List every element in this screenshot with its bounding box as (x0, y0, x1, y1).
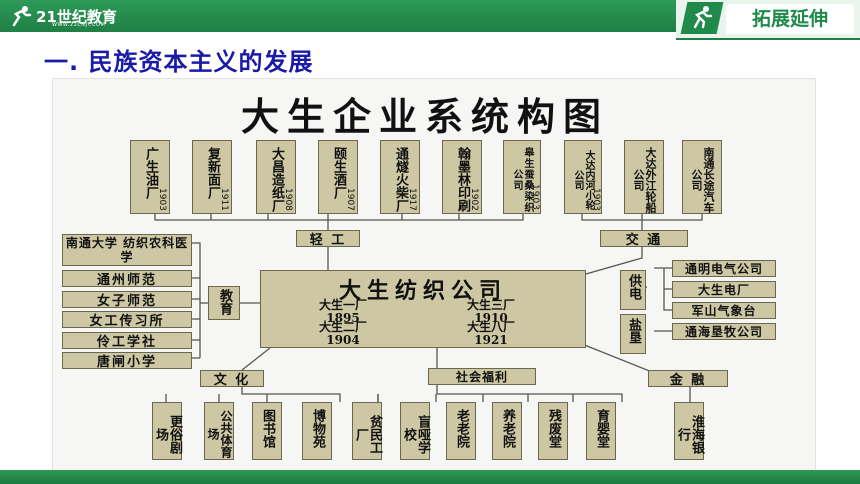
label-power: 供电 (620, 270, 646, 310)
label-welfare: 社会福利 (428, 368, 536, 385)
runner-icon (693, 6, 713, 29)
label-light-industry: 轻 工 (296, 230, 360, 248)
label-transport: 交 通 (600, 230, 688, 248)
welfare-item-6: 育婴堂 (586, 402, 616, 460)
diagram-title: 大生企业系统构图 (240, 94, 609, 139)
site-logo[interactable]: 21世纪教育 WWW.21CNJY.COM (10, 3, 117, 29)
culture-item-1: 更俗剧场 (152, 402, 182, 460)
node-transport-3: 南通长途汽车公司 (682, 140, 722, 214)
welfare-item-1: 贫民工厂 (352, 402, 382, 460)
edu-item-5: 伶工学社 (62, 332, 192, 350)
bottom-bar (0, 470, 860, 484)
edu-item-2: 通州师范 (62, 270, 192, 288)
label-education: 教育 (208, 286, 240, 320)
logo-text: 21世纪教育 (36, 7, 117, 26)
center-name: 大生纺织公司 (338, 278, 507, 304)
node-transport-2: 大达外江轮船公司 (624, 140, 664, 214)
welfare-item-4: 养老院 (492, 402, 522, 460)
welfare-item-2: 盲哑学校 (400, 402, 430, 460)
section-title: 一. 民族资本主义的发展 (44, 48, 314, 76)
label-finance: 金 融 (648, 370, 728, 388)
finance-item-1: 淮海银行 (674, 402, 704, 460)
welfare-item-5: 残废堂 (538, 402, 568, 460)
power-item-1: 通明电气公司 (672, 260, 776, 277)
culture-item-2: 公共体育场 (204, 402, 234, 460)
welfare-item-3: 老老院 (446, 402, 476, 460)
section-tag: 拓展延伸 (676, 0, 860, 40)
label-salt: 盐垦 (620, 314, 646, 354)
culture-item-3: 图书馆 (252, 402, 282, 460)
label-culture: 文 化 (200, 370, 264, 388)
edu-item-1: 南通大学 纺织农科医学 (62, 234, 192, 266)
edu-item-4: 女工传习所 (62, 311, 192, 329)
runner-logo-icon (12, 6, 32, 27)
tag-text: 拓展延伸 (726, 4, 854, 34)
culture-item-4: 博物苑 (302, 402, 332, 460)
power-item-3: 军山气象台 (672, 302, 776, 319)
salt-item-1: 通海垦牧公司 (672, 323, 776, 340)
power-item-2: 大生电厂 (672, 281, 776, 298)
edu-item-6: 唐闸小学 (62, 352, 192, 370)
logo-url: WWW.21CNJY.COM (52, 22, 106, 28)
edu-item-3: 女子师范 (62, 291, 192, 309)
